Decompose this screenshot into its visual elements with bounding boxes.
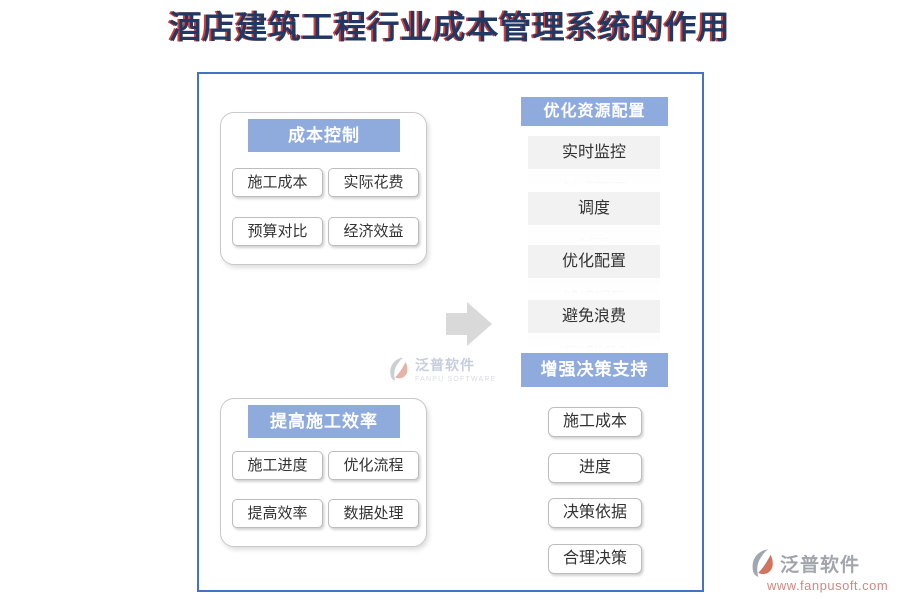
brand-subtitle: FANPU SOFTWARE	[415, 376, 497, 383]
reflection: 实时监控	[528, 171, 660, 187]
item-box-avoid-waste: 避免浪费	[528, 300, 660, 333]
resource-item-wrap: 调度 调度	[528, 192, 660, 243]
brand-url: www.fanpusoft.com	[767, 578, 889, 593]
item-box-rational-decision: 合理决策	[548, 544, 642, 574]
panel-cost-control-header: 成本控制	[248, 119, 400, 152]
section-decision-header: 增强决策支持	[521, 353, 668, 387]
item-box-data-processing: 数据处理	[328, 499, 419, 528]
panel-cost-control: 成本控制 施工成本 实际花费 预算对比 经济效益	[220, 112, 427, 265]
item-box-actual-spend: 实际花费	[328, 168, 419, 197]
panel-efficiency: 提高施工效率 施工进度 优化流程 提高效率 数据处理	[220, 398, 427, 547]
watermark-corner-row: 泛普软件	[751, 548, 888, 578]
item-box-dispatch: 调度	[528, 192, 660, 225]
brand-name: 泛普软件	[415, 357, 475, 373]
page-title: 酒店建筑工程行业成本管理系统的作用	[169, 9, 731, 45]
resource-item-wrap: 避免浪费 避免浪费	[528, 300, 660, 351]
watermark-center-text: 泛普软件 FANPU SOFTWARE	[415, 355, 497, 383]
fanpu-logo-icon	[752, 549, 773, 577]
resource-item-wrap: 实时监控 实时监控	[528, 136, 660, 187]
item-box-progress: 施工进度	[232, 451, 323, 480]
watermark-center: 泛普软件 FANPU SOFTWARE	[389, 355, 497, 383]
reflection-text: 优化配置	[528, 280, 660, 296]
item-box-construction-cost-2: 施工成本	[548, 407, 642, 437]
item-box-realtime-monitor: 实时监控	[528, 136, 660, 169]
right-arrow-icon	[446, 302, 492, 346]
reflection-text: 调度	[528, 227, 660, 243]
reflection: 避免浪费	[528, 335, 660, 351]
item-box-construction-cost: 施工成本	[232, 168, 323, 197]
reflection-text: 避免浪费	[528, 335, 660, 351]
resource-item-wrap: 优化配置 优化配置	[528, 245, 660, 296]
reflection: 调度	[528, 227, 660, 243]
diagram-frame	[197, 72, 704, 592]
item-box-optimize-flow: 优化流程	[328, 451, 419, 480]
item-box-economic-benefit: 经济效益	[328, 217, 419, 246]
section-resource-header: 优化资源配置	[521, 97, 668, 126]
fanpu-logo-icon	[390, 357, 408, 381]
panel-efficiency-header: 提高施工效率	[248, 405, 400, 438]
item-box-schedule: 进度	[548, 453, 642, 483]
watermark-corner: 泛普软件 www.fanpusoft.com	[751, 548, 888, 593]
reflection: 优化配置	[528, 280, 660, 296]
item-box-optimize-config: 优化配置	[528, 245, 660, 278]
item-box-budget-compare: 预算对比	[232, 217, 323, 246]
item-box-raise-efficiency: 提高效率	[232, 499, 323, 528]
brand-name: 泛普软件	[780, 554, 861, 576]
item-box-decision-basis: 决策依据	[548, 498, 642, 528]
reflection-text: 实时监控	[528, 171, 660, 187]
